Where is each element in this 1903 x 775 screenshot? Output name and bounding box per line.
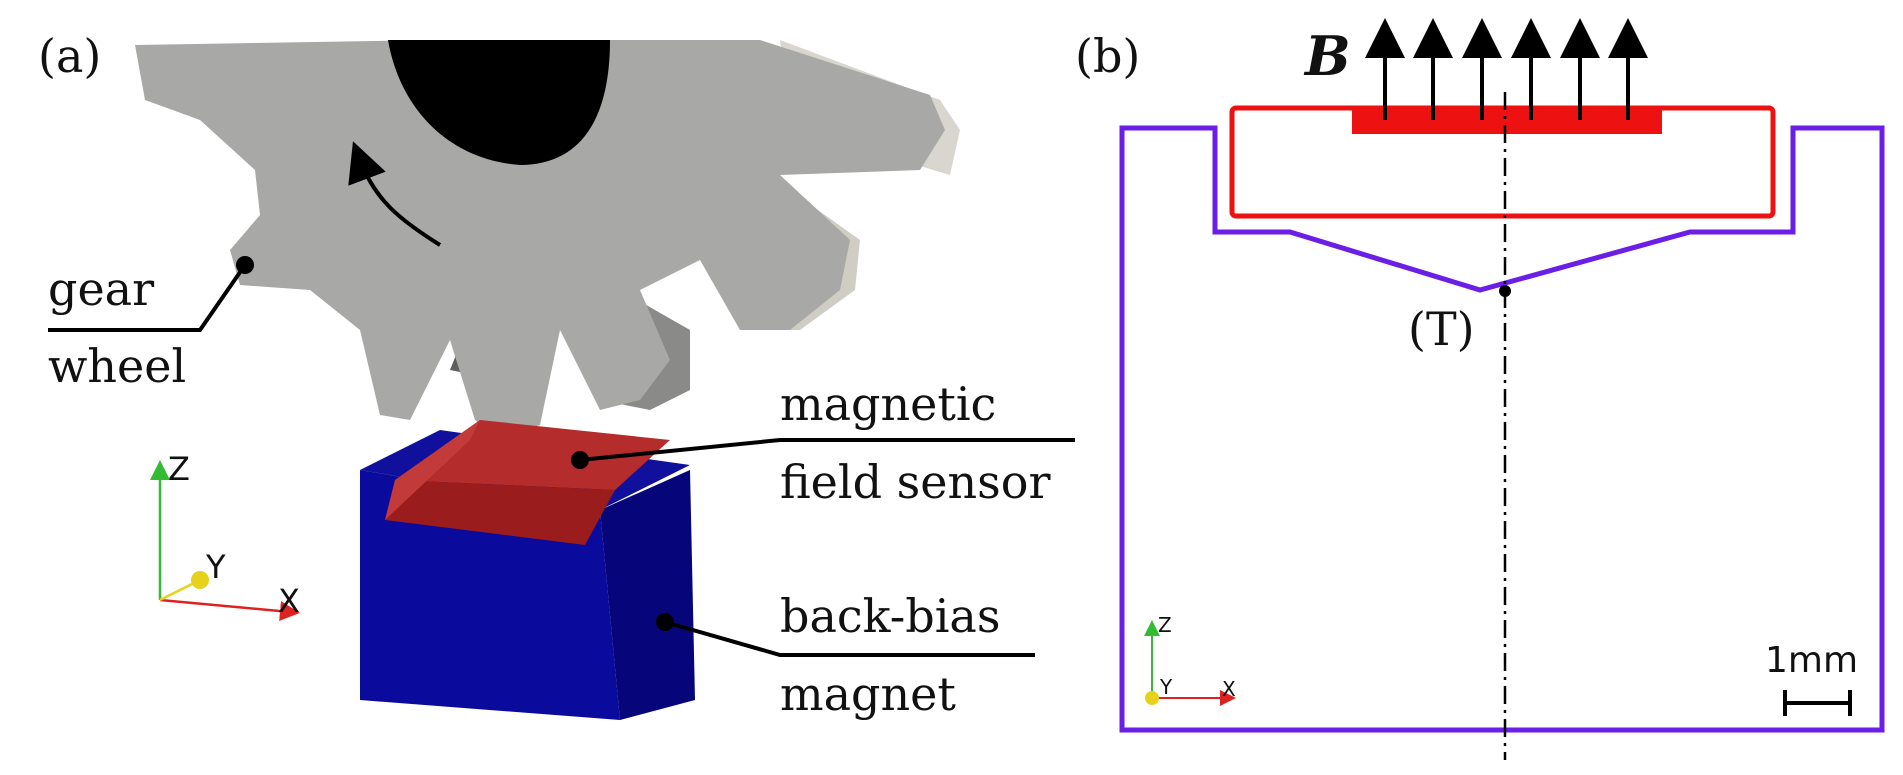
- sensor-left: [385, 420, 480, 520]
- axis-x-label-b: X: [1222, 677, 1236, 701]
- magnet-leader: [656, 613, 1035, 657]
- scale-bar-label: 1mm: [1765, 640, 1858, 681]
- gear-wheel-leader: [48, 256, 254, 332]
- axis-x-label-a: X: [278, 582, 300, 620]
- axes-triad-b: Z Y X: [1144, 613, 1236, 706]
- magnet-side-face: [600, 470, 695, 720]
- magnet-label-line2: magnet: [780, 667, 956, 721]
- gear-face: [135, 40, 945, 440]
- gear-wheel: [135, 40, 960, 440]
- axis-z-label-a: Z: [168, 450, 190, 488]
- axis-y-label-a: Y: [205, 548, 226, 586]
- magnetic-field-sensor: [385, 420, 670, 545]
- field-symbol: B: [1303, 24, 1351, 88]
- rotation-arrow: [348, 141, 442, 247]
- panel-a: (a): [38, 29, 1075, 721]
- axis-y-label-b: Y: [1159, 675, 1173, 699]
- magnet-label-line1: back-bias: [780, 589, 1000, 643]
- sensor-leader: [571, 438, 1075, 469]
- magnet-outline: [1119, 125, 1885, 733]
- point-t-label: (T): [1408, 302, 1475, 356]
- axes-triad-a: Z Y X: [150, 450, 300, 622]
- point-t-marker: [1499, 285, 1511, 297]
- gear-hub: [388, 40, 610, 165]
- scale-bar: [1783, 690, 1852, 716]
- sensor-label-line1: magnetic: [780, 377, 996, 431]
- sensor-front: [385, 480, 615, 545]
- sensor-element: [1352, 108, 1662, 134]
- panel-a-tag: (a): [38, 29, 101, 83]
- field-arrows: [1365, 18, 1648, 120]
- panel-b: (b) B (T) 1mm: [1075, 18, 1885, 760]
- gear-label-line2: wheel: [48, 339, 186, 393]
- sensor-label-line2: field sensor: [780, 455, 1050, 509]
- panel-b-tag: (b): [1075, 29, 1140, 83]
- axis-z-label-b: Z: [1158, 613, 1172, 637]
- gear-label-line1: gear: [48, 262, 154, 316]
